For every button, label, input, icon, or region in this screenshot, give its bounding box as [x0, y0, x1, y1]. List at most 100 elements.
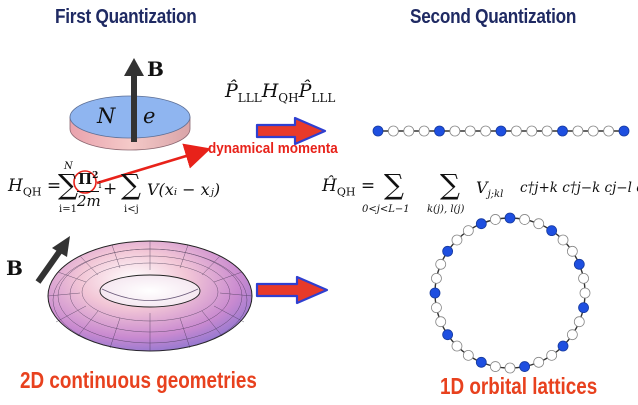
- hamiltonian-symbol: H: [261, 80, 279, 102]
- torus-mesh: [47, 241, 253, 352]
- fq-equals: =: [46, 176, 62, 196]
- disk-charge-label: e: [143, 104, 156, 128]
- first-quantization-heading: First Quantization: [55, 6, 197, 28]
- dynamical-momenta-label: dynamical momenta: [208, 140, 338, 157]
- ring-site: [533, 218, 545, 230]
- fq-fraction-bar: [77, 191, 99, 192]
- ring-site: [578, 302, 589, 314]
- ring-site: [431, 302, 442, 314]
- projection-arrow-top-icon: [255, 116, 327, 146]
- fq-lhs: H: [8, 176, 23, 196]
- chain-site: [372, 125, 384, 137]
- ring-site: [462, 349, 474, 361]
- ring-site: [573, 316, 585, 328]
- ring-site: [435, 258, 447, 270]
- ring-site: [431, 272, 442, 284]
- ring-site: [519, 214, 531, 225]
- chain-site: [418, 125, 430, 137]
- ring-site: [566, 245, 578, 257]
- ring-site: [504, 362, 516, 374]
- fq-lhs-sub: QH: [22, 185, 42, 199]
- chain-site: [510, 125, 522, 137]
- ring-site: [489, 214, 501, 225]
- ring-site: [579, 287, 591, 299]
- fq-momentum-sub: i: [98, 181, 102, 191]
- ring-site: [451, 234, 463, 246]
- disk-field-label: B: [147, 57, 164, 81]
- ring-site: [519, 361, 531, 372]
- sq-sum2-lower: k(j), l(j): [427, 204, 465, 215]
- chain-site: [526, 125, 538, 137]
- second-quantization-heading: Second Quantization: [410, 6, 577, 28]
- sq-lhs: Ĥ: [322, 176, 337, 196]
- chain-site: [434, 125, 445, 137]
- fq-momentum-symbol: Π: [78, 170, 93, 188]
- ring-site: [435, 316, 447, 328]
- chain-site: [480, 125, 492, 137]
- projection-formula: P̂LLLHQHP̂LLL: [225, 80, 335, 105]
- projection-arrow-bottom-icon: [255, 275, 329, 305]
- ring-site: [546, 349, 558, 361]
- torus-field-label: B: [6, 256, 23, 280]
- ring-lattice: [429, 212, 591, 374]
- fq-sum1-lower: i=1: [59, 204, 77, 215]
- sq-sum2-sign: ∑: [440, 168, 460, 201]
- fq-potential: V(xᵢ − xⱼ): [147, 180, 221, 199]
- fq-momentum-sup: 2: [92, 171, 99, 181]
- right-caption: 1D orbital lattices: [440, 373, 598, 399]
- ring-site: [462, 225, 474, 237]
- ring-site: [546, 225, 558, 237]
- disk-group: [69, 95, 191, 151]
- fq-sum1-upper: N: [64, 161, 73, 172]
- sq-lhs-sub: QH: [336, 185, 356, 199]
- ring-site: [489, 361, 501, 372]
- ring-site: [429, 287, 441, 299]
- chain-lattice: [372, 125, 630, 137]
- sq-operators: c†j+k c†j−k cj−l cj+l: [520, 180, 638, 196]
- momentum-highlight-circle: [73, 170, 97, 194]
- momentum-pointer-arrow: [96, 143, 211, 185]
- hamiltonian-sub: QH: [278, 90, 299, 105]
- disk-field-arrowhead-icon: [124, 58, 144, 76]
- torus-field-arrow: [35, 246, 65, 284]
- chain-site: [557, 125, 568, 137]
- projector-left: P̂: [225, 80, 238, 102]
- chain-site: [464, 125, 476, 137]
- sq-sum1-lower: 0<j<L−1: [362, 204, 410, 215]
- ring-site: [475, 218, 487, 230]
- chain-site: [603, 125, 615, 137]
- chain-site: [387, 125, 399, 137]
- chain-site: [449, 125, 461, 137]
- fq-sum2-sign: ∑: [121, 168, 141, 201]
- sq-coefficient: Vj;kl: [476, 178, 503, 200]
- sq-coeff-symbol: V: [476, 178, 488, 197]
- sq-coeff-sub: j;kl: [487, 189, 504, 201]
- chain-site: [587, 125, 599, 137]
- ring-site: [557, 234, 569, 246]
- sq-equals: =: [360, 176, 376, 196]
- ring-site: [533, 356, 545, 368]
- ring-site: [442, 329, 454, 341]
- disk-top: [69, 95, 191, 139]
- ring-site: [566, 329, 578, 341]
- projector-left-sub: LLL: [237, 90, 262, 105]
- fq-plus: +: [103, 179, 118, 199]
- disk-particle-number-label: N: [97, 104, 116, 128]
- fq-denominator: 2m: [77, 192, 101, 210]
- fq-numerator: Π2i: [78, 170, 101, 191]
- chain-site: [572, 125, 584, 137]
- torus-group: [47, 240, 253, 352]
- ring-site: [578, 272, 589, 284]
- chain-site: [618, 125, 630, 137]
- torus-hole: [99, 274, 201, 308]
- ring-site: [557, 340, 569, 352]
- fq-sum2-lower: i<j: [124, 204, 139, 215]
- projector-right: P̂: [298, 80, 312, 102]
- fq-sum1-sign: ∑: [58, 168, 78, 201]
- torus-hole-inner-shadow: [101, 288, 199, 301]
- chain-site: [541, 125, 553, 137]
- torus-field-arrowhead-icon: [52, 236, 70, 257]
- ring-site: [451, 340, 463, 352]
- ring-site: [442, 245, 454, 257]
